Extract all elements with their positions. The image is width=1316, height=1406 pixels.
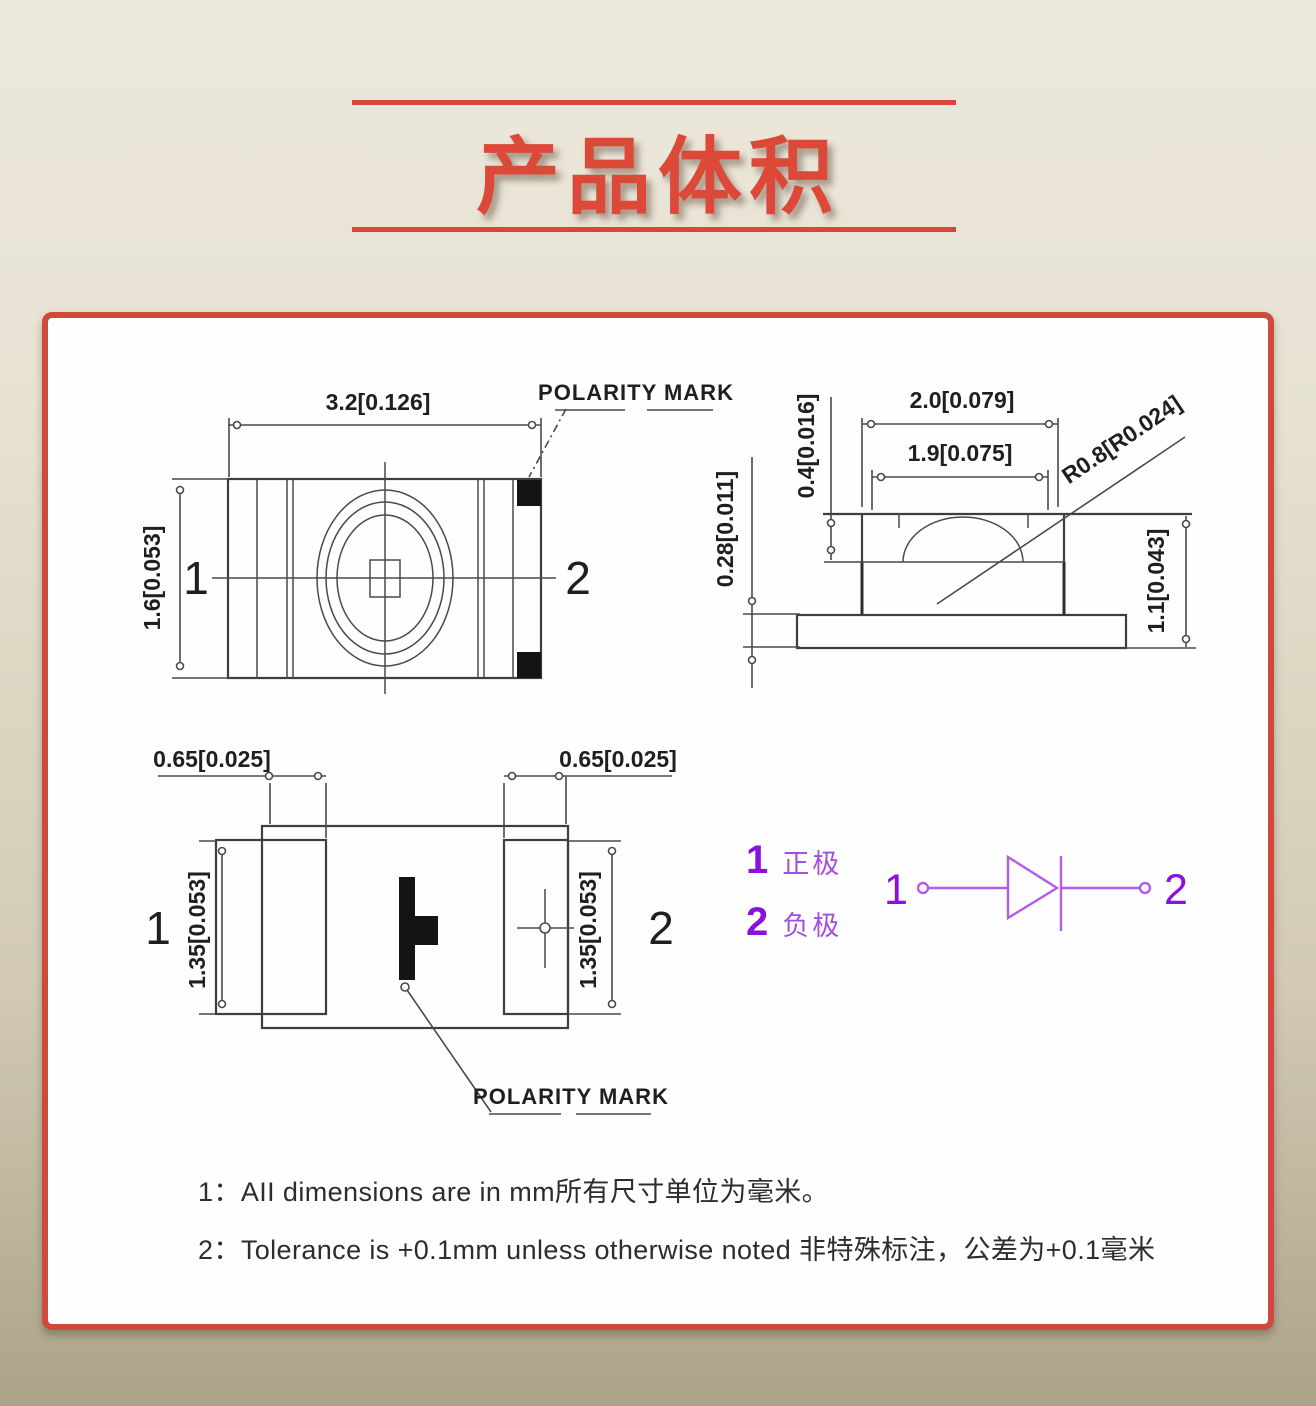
dimension-arrow (264, 771, 274, 781)
dimension-arrow (1034, 472, 1044, 482)
pin-2-label: 2 (648, 902, 674, 954)
dimension-arrow (1181, 519, 1191, 529)
leader-start-dot (400, 982, 410, 992)
radius-leader-line (936, 436, 1186, 605)
dimension-arrow (607, 999, 617, 1009)
dimension-arrow (1044, 419, 1054, 429)
dimension-arrow (217, 999, 227, 1009)
left-pad (214, 838, 328, 1016)
right-pad (502, 838, 570, 1016)
dim-inner-width-label: 1.9[0.075] (908, 440, 1013, 466)
lens-ring-outer (316, 489, 454, 667)
legend-num-2: 2 (746, 900, 769, 944)
dimension-arrow (826, 518, 836, 528)
pin-1-label: 1 (183, 552, 209, 604)
lens-dome (902, 516, 1024, 563)
polarity-leader-line (406, 989, 492, 1113)
dim-pad-width-right-label: 0.65[0.025] (559, 746, 677, 772)
drawing-panel (42, 312, 1274, 1330)
notes: 1：AII dimensions are in mm所有尺寸单位为毫米。 2：T… (198, 1170, 1155, 1286)
lens-ring-middle (325, 501, 445, 655)
legend-row-anode: 1 正极 (746, 840, 842, 881)
note-line-1: 1：AII dimensions are in mm所有尺寸单位为毫米。 (198, 1177, 830, 1207)
pin-1-label: 1 (145, 902, 171, 954)
anode-terminal-circle (916, 881, 930, 895)
schematic-pin-2-label: 2 (1164, 866, 1188, 914)
polarity-mark-label: POLARITY MARK (538, 380, 734, 405)
dimension-arrow (607, 846, 617, 856)
dim-total-height-label: 1.1[0.043] (1143, 529, 1169, 634)
dimension-arrow (313, 771, 323, 781)
base-plate (795, 613, 1128, 650)
pad-cross-center (539, 922, 551, 934)
dimension-arrow (175, 485, 185, 495)
dimension-arrow (826, 545, 836, 555)
dim-pad-height-left-label: 1.35[0.053] (184, 871, 210, 989)
dim-outer-width-label: 2.0[0.079] (910, 387, 1015, 413)
polarity-mark-square-bottom (517, 652, 541, 678)
polarity-t-mark-bar (399, 877, 415, 980)
legend-row-cathode: 2 负极 (746, 902, 842, 943)
dimension-arrow (217, 846, 227, 856)
title-rule-bottom (352, 227, 956, 232)
die-square (369, 559, 401, 598)
pin-2-label: 2 (565, 552, 591, 604)
page-title: 产品体积 (475, 130, 840, 224)
polarity-mark-label: POLARITY MARK (473, 1084, 669, 1109)
polarity-legend: 1 正极 2 负极 (746, 840, 842, 964)
legend-label-anode: 正极 (782, 849, 843, 879)
dim-base-thickness-label: 0.28[0.011] (712, 471, 738, 587)
diode-schematic: 1 2 (884, 854, 1188, 931)
dim-cup-depth-label: 0.4[0.016] (793, 394, 819, 499)
lens-ring-inner (336, 514, 434, 642)
top-view: 3.2[0.126] 1.6[0.053] 1 2 POLARITY MARK (139, 380, 734, 694)
dimension-arrow (747, 655, 757, 665)
schematic-pin-1-label: 1 (884, 866, 908, 914)
bottom-view: 0.65[0.025] 0.65[0.025] 1.35[0.053] 1.35… (145, 746, 677, 1115)
dimension-arrow (527, 420, 537, 430)
dimension-arrow (747, 596, 757, 606)
note-line-2: 2：Tolerance is +0.1mm unless otherwise n… (198, 1235, 1156, 1265)
title-rule-top (352, 100, 956, 105)
dim-height-label: 1.6[0.053] (139, 526, 165, 631)
dimension-arrow (232, 420, 242, 430)
side-view: 2.0[0.079] 1.9[0.075] 0.4[0.016] 0.28[0.… (712, 387, 1196, 688)
dimension-arrow (1181, 634, 1191, 644)
dimension-arrow (866, 419, 876, 429)
dim-width-label: 3.2[0.126] (326, 389, 431, 415)
diode-triangle (1006, 854, 1060, 921)
legend-num-1: 1 (746, 838, 769, 882)
legend-label-cathode: 负极 (782, 911, 843, 941)
dim-pad-height-right-label: 1.35[0.053] (575, 871, 601, 989)
dimension-arrow (876, 472, 886, 482)
dim-lens-radius-label: R0.8[R0.024] (1057, 390, 1186, 489)
dimension-arrow (175, 661, 185, 671)
polarity-t-mark-nub (415, 916, 438, 945)
dimension-arrow (507, 771, 517, 781)
dimension-arrow (554, 771, 564, 781)
polarity-mark-square-top (517, 480, 541, 506)
polarity-leader-line (528, 408, 567, 478)
dim-pad-width-left-label: 0.65[0.025] (153, 746, 271, 772)
cathode-terminal-circle (1138, 881, 1152, 895)
